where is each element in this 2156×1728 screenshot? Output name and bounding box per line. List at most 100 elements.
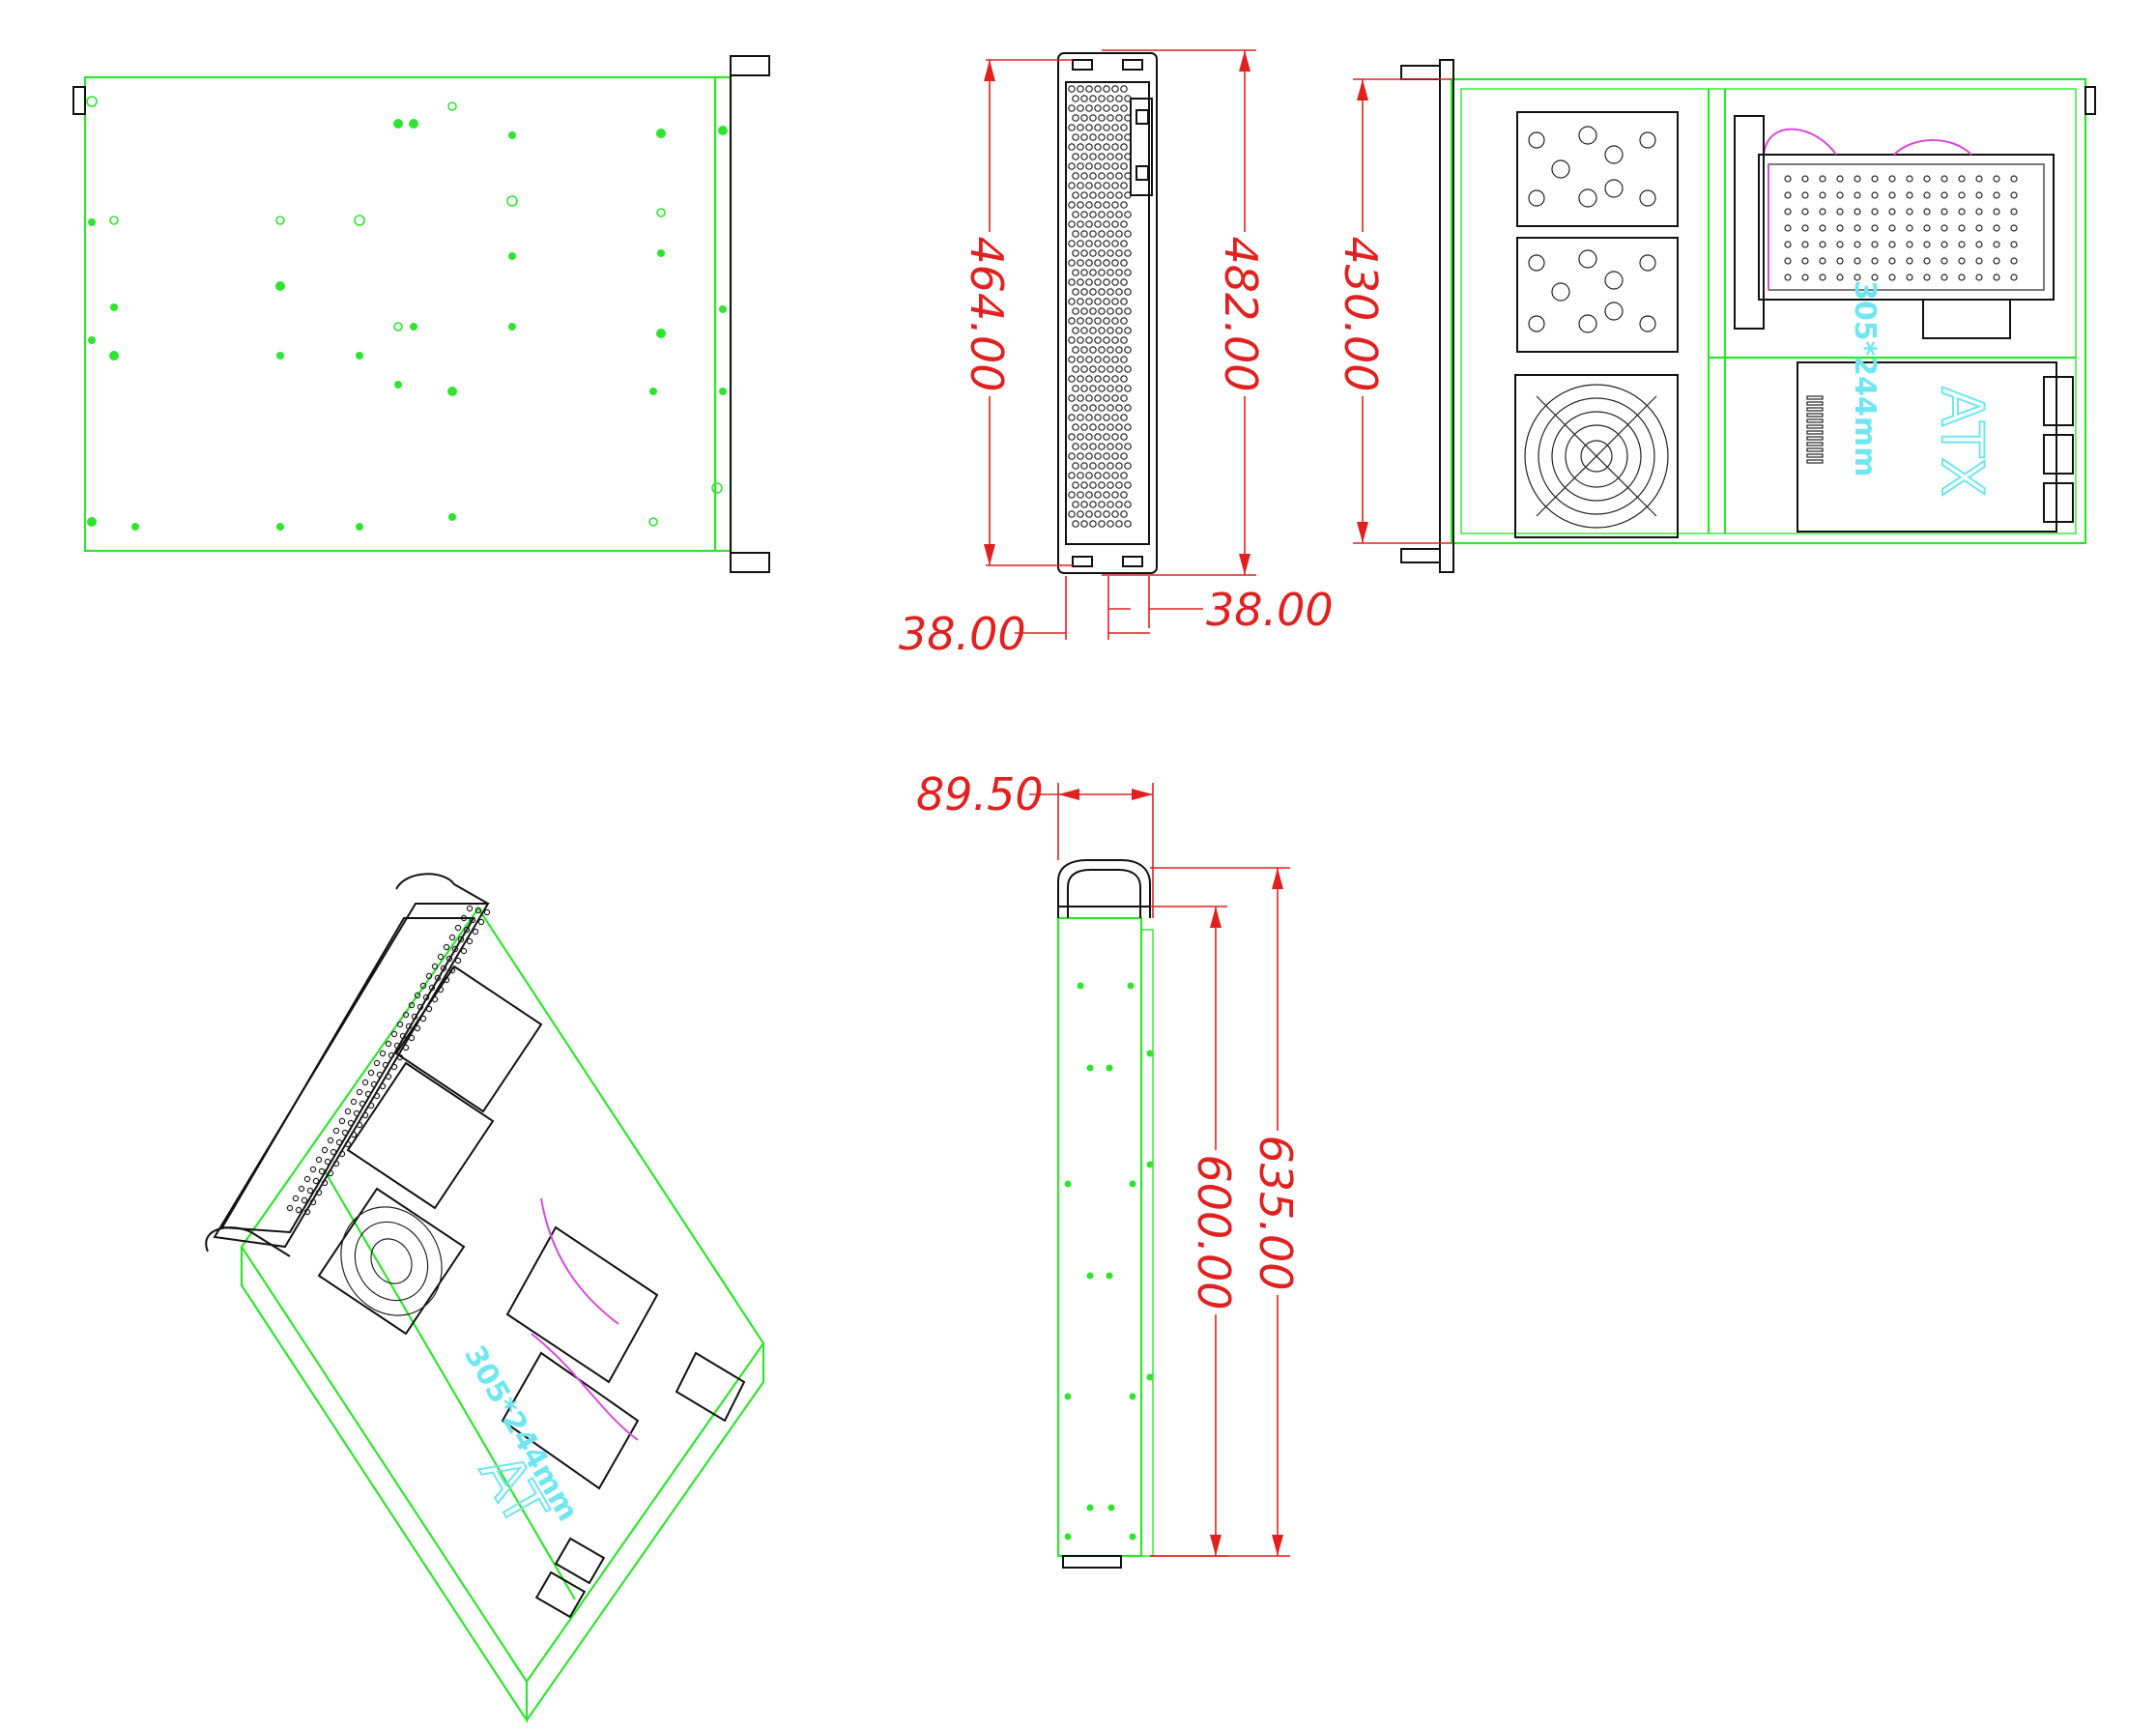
- vent-hole: [1089, 520, 1097, 528]
- vent-hole: [1115, 385, 1123, 392]
- vent-hole: [1124, 443, 1132, 450]
- vent-hole: [1107, 385, 1114, 392]
- vent-hole: [332, 1127, 340, 1135]
- vent-hole: [1115, 443, 1123, 450]
- vent-hole: [1098, 501, 1106, 508]
- vent-hole: [1103, 220, 1110, 228]
- vent-hole: [1080, 133, 1088, 141]
- vent-hole: [1098, 95, 1106, 102]
- mount-hole: [1086, 1272, 1094, 1280]
- vent-hole: [338, 1150, 346, 1158]
- header-pin: [1806, 413, 1824, 418]
- vent-hole: [1094, 85, 1102, 93]
- mount-hole: [508, 252, 516, 260]
- vent-hole: [1094, 143, 1102, 151]
- vent-hole: [1072, 114, 1079, 122]
- vent-hole: [1089, 288, 1097, 296]
- dim-464: 464.00: [961, 237, 1013, 392]
- vent-hole: [1854, 224, 1861, 232]
- vent-hole: [1072, 288, 1079, 296]
- vent-hole: [396, 1021, 404, 1028]
- vent-hole: [1085, 394, 1093, 402]
- vent-hole: [1923, 257, 1931, 265]
- vent-hole: [1068, 472, 1076, 479]
- mount-hole: [656, 329, 666, 338]
- vent-hole: [1089, 385, 1097, 392]
- vent-hole: [1958, 257, 1966, 265]
- vent-hole: [2010, 224, 2018, 232]
- vent-hole: [1124, 346, 1132, 354]
- vent-hole: [1103, 510, 1110, 518]
- vent-hole: [1975, 224, 1983, 232]
- vent-hole: [1111, 472, 1119, 479]
- vent-hole: [1836, 191, 1844, 199]
- vent-hole: [1120, 201, 1128, 209]
- vent-hole: [1077, 472, 1084, 479]
- vent-hole: [370, 1080, 378, 1088]
- vent-hole: [1120, 356, 1128, 363]
- vent-hole: [1085, 452, 1093, 460]
- atx-label: ATX: [1928, 387, 1996, 497]
- vent-hole: [1124, 307, 1132, 315]
- vent-hole: [1072, 462, 1079, 470]
- vent-hole: [1115, 114, 1123, 122]
- vent-hole: [1975, 191, 1983, 199]
- vent-hole: [463, 926, 471, 934]
- vent-hole: [1080, 404, 1088, 412]
- vent-hole: [1085, 124, 1093, 131]
- vent-hole: [1124, 327, 1132, 334]
- vent-hole: [1094, 298, 1102, 305]
- vent-hole: [2010, 257, 2018, 265]
- mount-hole: [656, 208, 666, 217]
- vent-hole: [434, 974, 442, 982]
- vent-hole: [1103, 452, 1110, 460]
- vent-hole: [1094, 182, 1102, 189]
- vent-hole: [1107, 172, 1114, 180]
- vent-hole: [1094, 124, 1102, 131]
- vent-hole: [1115, 423, 1123, 431]
- vent-hole: [1068, 278, 1076, 286]
- vent-hole: [405, 1022, 413, 1030]
- vent-hole: [1854, 257, 1861, 265]
- vent-hole: [1103, 414, 1110, 421]
- drive-cage-2: [1516, 237, 1679, 353]
- vent-hole: [1077, 162, 1084, 170]
- vent-hole: [1098, 211, 1106, 218]
- vent-hole: [1120, 143, 1128, 151]
- motherboard-io: [1797, 361, 2074, 533]
- vent-hole: [379, 1050, 387, 1057]
- vent-hole: [1120, 240, 1128, 247]
- vent-hole: [1068, 356, 1076, 363]
- vent-hole: [367, 1069, 375, 1077]
- vent-hole: [1089, 249, 1097, 257]
- top-view: ATX 305*244mm 430.00: [1335, 59, 2096, 573]
- vent-hole: [1072, 520, 1079, 528]
- vent-hole: [373, 1059, 381, 1067]
- vent-hole: [1120, 278, 1128, 286]
- vent-hole: [1801, 208, 1809, 216]
- vent-hole: [1120, 510, 1128, 518]
- vent-hole: [1115, 133, 1123, 141]
- vent-hole: [1120, 336, 1128, 344]
- vent-hole: [1801, 257, 1809, 265]
- vent-hole: [1871, 224, 1879, 232]
- vent-hole: [1871, 208, 1879, 216]
- vent-hole: [1115, 191, 1123, 199]
- mount-hole: [719, 305, 727, 313]
- vent-hole: [1080, 520, 1088, 528]
- vent-hole: [1958, 208, 1966, 216]
- vent-hole: [1080, 153, 1088, 160]
- dim-635: 635.00: [1250, 1136, 1302, 1291]
- vent-hole: [422, 994, 430, 1001]
- vent-hole: [1854, 274, 1861, 281]
- mount-hole: [1064, 1393, 1072, 1400]
- vent-hole: [1923, 208, 1931, 216]
- vent-hole: [1072, 153, 1079, 160]
- vent-hole: [1958, 241, 1966, 248]
- vent-hole: [1107, 211, 1114, 218]
- vent-hole: [1107, 520, 1114, 528]
- vent-hole: [1072, 249, 1079, 257]
- vent-hole: [1089, 133, 1097, 141]
- vent-hole: [1124, 462, 1132, 470]
- vent-hole: [303, 1175, 311, 1183]
